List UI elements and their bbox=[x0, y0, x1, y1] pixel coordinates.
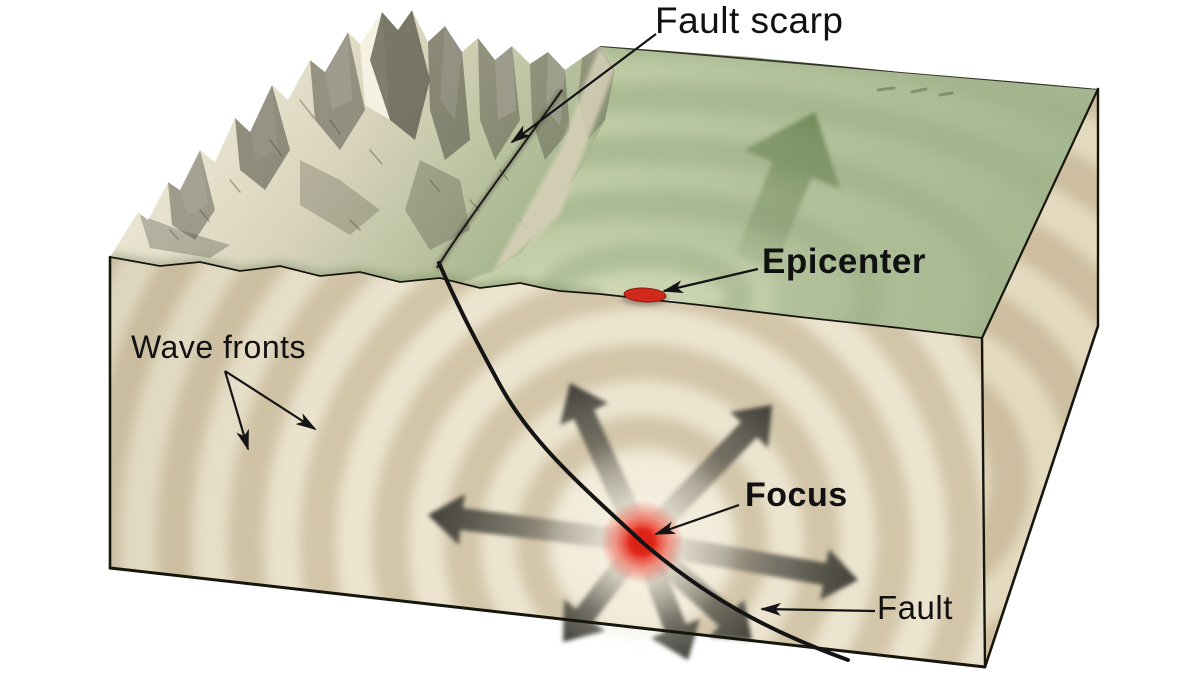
fault-scarp-label: Fault scarp bbox=[655, 0, 844, 41]
seismic-arrow-upright bbox=[653, 405, 772, 529]
fault-line bbox=[437, 261, 850, 662]
focus-label: Focus bbox=[745, 476, 848, 514]
epicenter-marker bbox=[622, 287, 668, 306]
surface-marks bbox=[876, 86, 954, 97]
wave-fronts-label: Wave fronts bbox=[131, 329, 307, 365]
seismic-arrow-right bbox=[668, 536, 858, 600]
epicenter-label: Epicenter bbox=[762, 242, 926, 281]
block-edges bbox=[108, 87, 1100, 669]
fault-scarp-face bbox=[455, 46, 615, 288]
epicenter-leader bbox=[662, 267, 759, 293]
fault-label: Fault bbox=[877, 589, 953, 626]
fault-leader bbox=[760, 602, 876, 616]
seismic-arrow-down bbox=[642, 564, 700, 660]
fault-scarp-leader bbox=[510, 33, 657, 144]
wave-fronts-leader-2 bbox=[224, 370, 317, 431]
wave-fronts-leader-1 bbox=[223, 370, 250, 451]
seismic-arrow-left bbox=[428, 494, 616, 549]
mountain-range bbox=[110, 10, 615, 299]
focus-leader bbox=[654, 503, 740, 536]
seismic-arrow-up bbox=[560, 383, 641, 521]
uplift-arrow bbox=[735, 112, 841, 270]
leader-lines bbox=[223, 33, 876, 616]
